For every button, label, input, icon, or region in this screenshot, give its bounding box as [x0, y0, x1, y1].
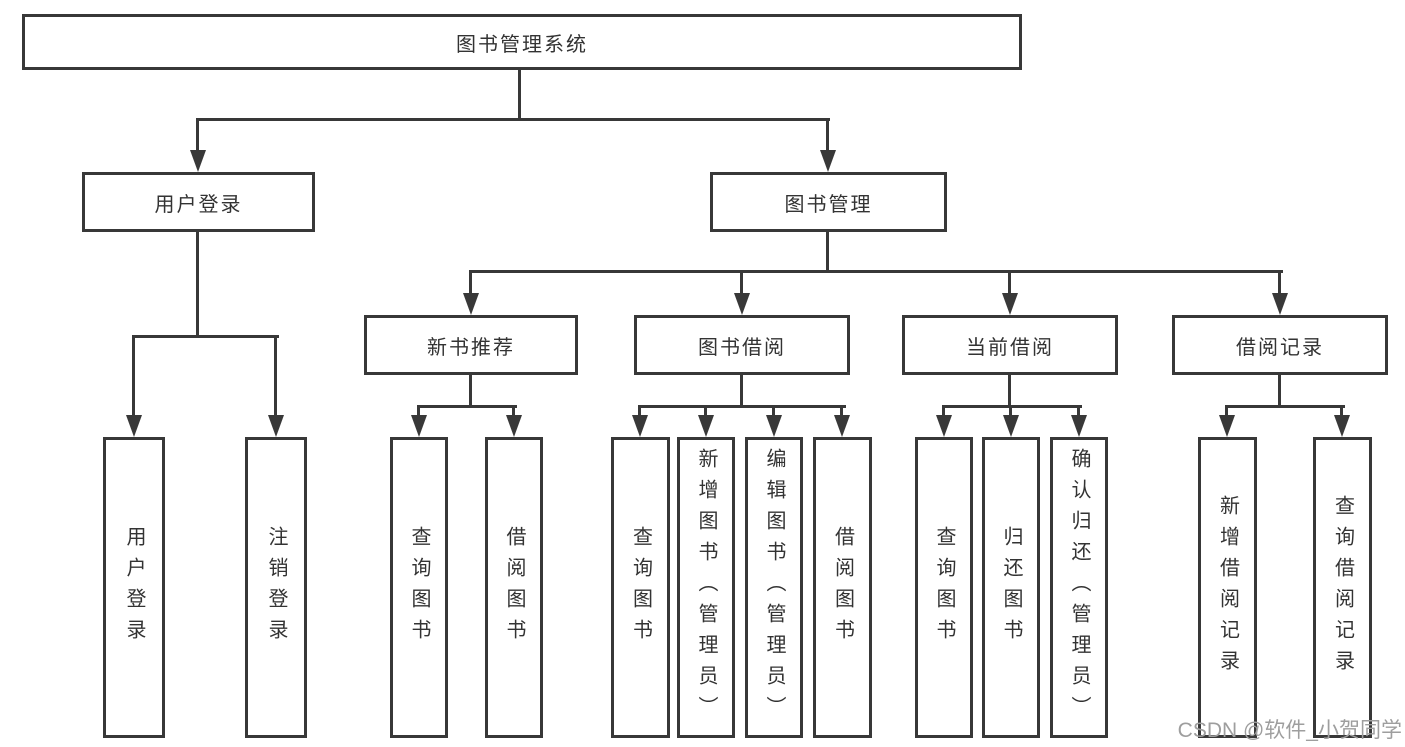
- csdn-watermark: CSDN @软件_小贺同学: [1177, 719, 1402, 742]
- connector-borrowing-child4-shaft: [840, 405, 843, 419]
- connector-root-stub: [518, 70, 521, 118]
- connector-new-rec-rail: [417, 405, 517, 408]
- arrowhead-new-rec-child2: [506, 415, 522, 437]
- leaf-cb-query-books: 查询图书: [915, 437, 973, 738]
- connector-new-rec-child2-shaft: [512, 405, 515, 419]
- leaf-user-login-label: 用户登录: [123, 525, 145, 650]
- connector-current-rail: [942, 405, 1082, 408]
- connector-current-child2-shaft: [1009, 405, 1012, 419]
- arrowhead-borrowing-child2: [698, 415, 714, 437]
- node-new-book-rec: 新书推荐: [364, 315, 578, 375]
- connector-to-borrowing-shaft: [740, 270, 743, 295]
- node-borrowing-records-label: 借阅记录: [1236, 336, 1324, 359]
- arrowhead-to-book-mgmt: [820, 150, 836, 172]
- leaf-br-query-record: 查询借阅记录: [1313, 437, 1372, 738]
- connector-to-login-leaf-shaft: [132, 335, 135, 419]
- leaf-cb-return-books-label: 归还图书: [1000, 525, 1022, 650]
- connector-records-stub: [1278, 375, 1281, 405]
- node-borrowing-records: 借阅记录: [1172, 315, 1388, 375]
- connector-current-child3-shaft: [1077, 405, 1080, 419]
- arrowhead-to-login-leaf: [126, 415, 142, 437]
- leaf-bb-borrow-books: 借阅图书: [813, 437, 872, 738]
- node-book-borrowing-label: 图书借阅: [698, 336, 786, 359]
- connector-user-login-stub: [196, 232, 199, 335]
- node-library-system-label: 图书管理系统: [456, 33, 588, 56]
- connector-records-child2-shaft: [1340, 405, 1343, 419]
- leaf-cb-query-books-label: 查询图书: [933, 525, 955, 650]
- node-book-borrowing: 图书借阅: [634, 315, 850, 375]
- arrowhead-current-child1: [936, 415, 952, 437]
- leaf-bb-borrow-books-label: 借阅图书: [831, 525, 854, 650]
- connector-borrowing-child1-shaft: [638, 405, 641, 419]
- arrowhead-to-records: [1272, 293, 1288, 315]
- connector-new-rec-child1-shaft: [417, 405, 420, 419]
- arrowhead-to-new-rec: [463, 293, 479, 315]
- connector-current-stub: [1008, 375, 1011, 405]
- leaf-cb-confirm-return-admin-label: 确认归还（管理员）: [1068, 448, 1090, 727]
- leaf-bb-query-books-label: 查询图书: [629, 525, 652, 650]
- connector-to-new-rec-shaft: [469, 270, 472, 295]
- leaf-rec-borrow-books-label: 借阅图书: [503, 525, 525, 650]
- arrowhead-to-user-login: [190, 150, 206, 172]
- leaf-bb-add-books-admin: 新增图书（管理员）: [677, 437, 735, 738]
- connector-to-current-shaft: [1008, 270, 1011, 295]
- leaf-bb-edit-books-admin: 编辑图书（管理员）: [745, 437, 803, 738]
- leaf-bb-query-books: 查询图书: [611, 437, 670, 738]
- connector-book-mgmt-stub: [826, 232, 829, 270]
- node-new-book-rec-label: 新书推荐: [427, 336, 515, 359]
- arrowhead-current-child2: [1003, 415, 1019, 437]
- arrowhead-to-logout-leaf: [268, 415, 284, 437]
- connector-borrowing-stub: [740, 375, 743, 405]
- arrowhead-new-rec-child1: [411, 415, 427, 437]
- connector-to-records-shaft: [1278, 270, 1281, 295]
- connector-records-child1-shaft: [1225, 405, 1228, 419]
- connector-to-logout-leaf-shaft: [274, 335, 277, 419]
- connector-to-user-login-shaft: [196, 118, 199, 154]
- arrowhead-records-child1: [1219, 415, 1235, 437]
- connector-book-mgmt-rail: [469, 270, 1283, 273]
- arrowhead-borrowing-child3: [766, 415, 782, 437]
- connector-borrowing-child2-shaft: [704, 405, 707, 419]
- leaf-rec-query-books: 查询图书: [390, 437, 448, 738]
- leaf-br-add-record: 新增借阅记录: [1198, 437, 1257, 738]
- arrowhead-to-borrowing: [734, 293, 750, 315]
- connector-current-child1-shaft: [942, 405, 945, 419]
- leaf-rec-query-books-label: 查询图书: [408, 525, 430, 650]
- arrowhead-to-current: [1002, 293, 1018, 315]
- node-current-borrowing-label: 当前借阅: [966, 336, 1054, 359]
- arrowhead-borrowing-child1: [632, 415, 648, 437]
- node-book-mgmt-label: 图书管理: [784, 193, 873, 216]
- leaf-cb-confirm-return-admin: 确认归还（管理员）: [1050, 437, 1108, 738]
- leaf-br-query-record-label: 查询借阅记录: [1331, 494, 1354, 681]
- arrowhead-current-child3: [1071, 415, 1087, 437]
- leaf-bb-add-books-admin-label: 新增图书（管理员）: [695, 448, 717, 727]
- connector-borrowing-rail: [638, 405, 846, 408]
- connector-root-rail: [196, 118, 830, 121]
- node-library-system: 图书管理系统: [22, 14, 1022, 70]
- node-user-login-label: 用户登录: [154, 193, 243, 216]
- leaf-logout: 注销登录: [245, 437, 307, 738]
- leaf-rec-borrow-books: 借阅图书: [485, 437, 543, 738]
- arrowhead-borrowing-child4: [834, 415, 850, 437]
- leaf-cb-return-books: 归还图书: [982, 437, 1040, 738]
- leaf-logout-label: 注销登录: [265, 525, 287, 650]
- arrowhead-records-child2: [1334, 415, 1350, 437]
- leaf-user-login: 用户登录: [103, 437, 165, 738]
- connector-records-rail: [1225, 405, 1345, 408]
- connector-new-rec-stub: [469, 375, 472, 405]
- connector-borrowing-child3-shaft: [772, 405, 775, 419]
- connector-to-book-mgmt-shaft: [826, 118, 829, 154]
- node-current-borrowing: 当前借阅: [902, 315, 1118, 375]
- node-user-login: 用户登录: [82, 172, 315, 232]
- leaf-br-add-record-label: 新增借阅记录: [1216, 494, 1239, 681]
- connector-user-login-rail: [132, 335, 279, 338]
- leaf-bb-edit-books-admin-label: 编辑图书（管理员）: [763, 448, 785, 727]
- node-book-mgmt: 图书管理: [710, 172, 947, 232]
